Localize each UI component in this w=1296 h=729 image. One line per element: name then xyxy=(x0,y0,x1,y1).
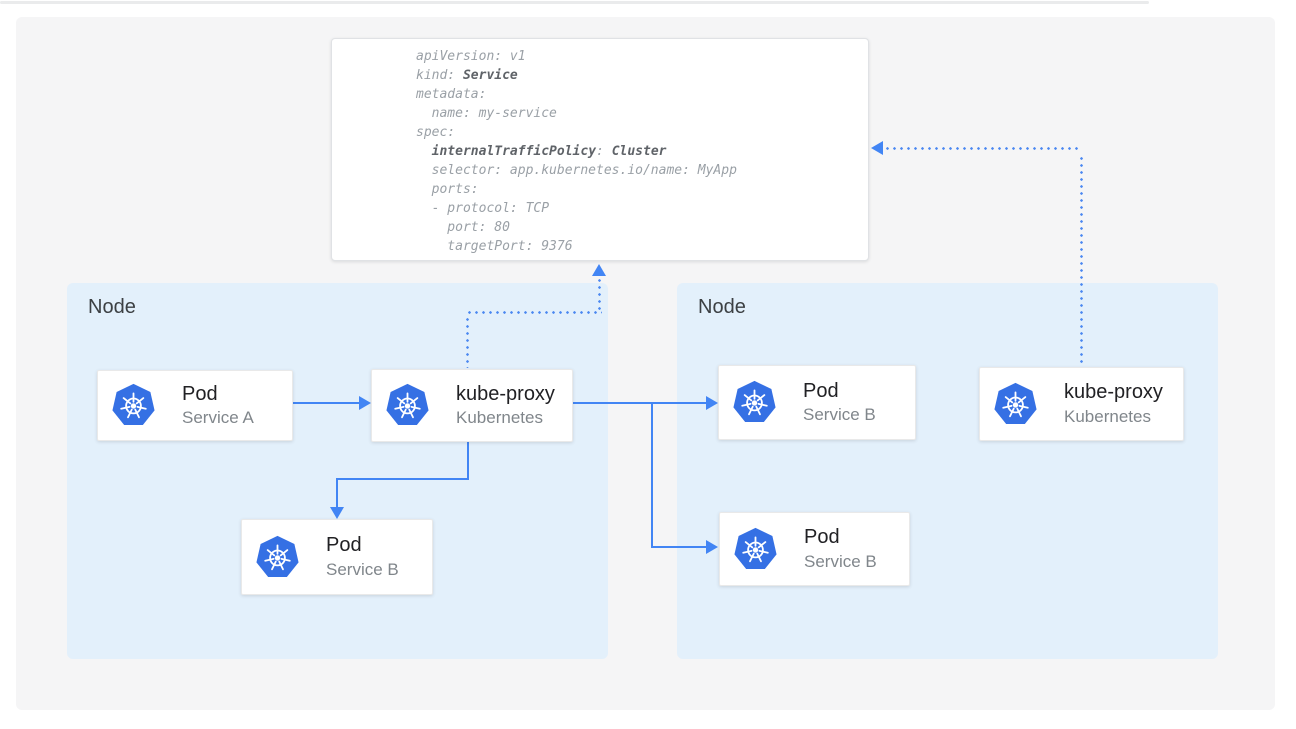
yaml-code-line: apiVersion: v1 xyxy=(416,49,526,64)
kube-proxy-left: kube-proxy Kubernetes xyxy=(371,369,573,442)
box-subtitle: Service A xyxy=(182,408,254,428)
yaml-code-line: spec: xyxy=(416,125,456,140)
node-label: Node xyxy=(698,296,746,318)
yaml-code-line: kind: Service xyxy=(416,68,518,83)
yaml-code-line: selector: app.kubernetes.io/name: MyApp xyxy=(416,163,737,178)
pod-service-b-left: Pod Service B xyxy=(241,519,433,595)
kubernetes-icon xyxy=(732,380,777,425)
dotted-line-kube-proxy-left-across xyxy=(466,311,602,314)
box-subtitle: Service B xyxy=(326,559,399,579)
yaml-code-line: ports: xyxy=(416,182,479,197)
box-title: kube-proxy xyxy=(1064,381,1163,404)
arrow-branch-down xyxy=(651,403,653,548)
arrow-kube-proxy-to-pod-b-left-drop xyxy=(336,478,338,508)
yaml-code-line: targetPort: 9376 xyxy=(416,239,573,254)
arrow-kube-proxy-to-pod-right-bottom xyxy=(651,546,707,548)
kubernetes-icon xyxy=(385,383,430,428)
yaml-code-line: internalTrafficPolicy: Cluster xyxy=(431,144,667,159)
yaml-code-line: - protocol: TCP xyxy=(416,201,550,216)
box-subtitle: Kubernetes xyxy=(1064,406,1151,426)
dotted-arrowhead-to-yaml-bottom xyxy=(592,264,606,276)
arrowhead-kube-proxy-to-pod-right-bottom xyxy=(706,540,718,554)
box-title: kube-proxy xyxy=(456,382,555,405)
box-title: Pod xyxy=(326,534,362,557)
kubernetes-icon xyxy=(111,383,156,428)
pod-service-a: Pod Service A xyxy=(97,370,293,441)
arrow-kube-proxy-to-pod-right-top xyxy=(573,402,707,404)
box-title: Pod xyxy=(182,382,218,405)
node-label: Node xyxy=(88,296,136,318)
arrowhead-kube-proxy-to-pod-right-top xyxy=(706,396,718,410)
kubernetes-icon xyxy=(733,527,778,572)
yaml-code-line: metadata: xyxy=(416,87,487,102)
dotted-line-kube-proxy-left-to-yaml xyxy=(598,277,601,313)
pod-service-b-right-bottom: Pod Service B xyxy=(719,512,910,586)
pod-service-b-right-top: Pod Service B xyxy=(718,365,916,440)
node-left: Node xyxy=(67,283,608,659)
service-yaml-code: apiVersion: v1 kind: Service metadata: nam… xyxy=(416,47,868,256)
arrowhead-to-pod-b-left xyxy=(330,507,344,519)
arrow-kube-proxy-to-pod-b-left xyxy=(336,478,469,480)
dotted-arrowhead-to-yaml-right xyxy=(871,141,883,155)
service-yaml-panel: apiVersion: v1 kind: Service metadata: nam… xyxy=(331,38,869,261)
box-subtitle: Kubernetes xyxy=(456,408,543,428)
box-subtitle: Service B xyxy=(803,405,876,425)
box-title: Pod xyxy=(804,526,840,549)
kubernetes-icon xyxy=(255,535,300,580)
yaml-code-line: port: 80 xyxy=(416,220,510,235)
page-divider-line xyxy=(0,1,1149,4)
dotted-line-kube-proxy-right-up xyxy=(1080,155,1083,367)
arrow-kube-proxy-down xyxy=(467,442,469,480)
arrowhead-pod-a-to-kube-proxy xyxy=(359,396,371,410)
dotted-line-kube-proxy-left-up xyxy=(466,316,469,368)
kubernetes-icon xyxy=(993,382,1038,427)
dotted-line-kube-proxy-right-across xyxy=(884,147,1082,150)
yaml-code-line: name: my-service xyxy=(416,106,557,121)
box-title: Pod xyxy=(803,379,839,402)
node-right: Node xyxy=(677,283,1218,659)
arrow-pod-a-to-kube-proxy xyxy=(293,402,363,404)
kube-proxy-right: kube-proxy Kubernetes xyxy=(979,367,1184,441)
box-subtitle: Service B xyxy=(804,551,877,571)
